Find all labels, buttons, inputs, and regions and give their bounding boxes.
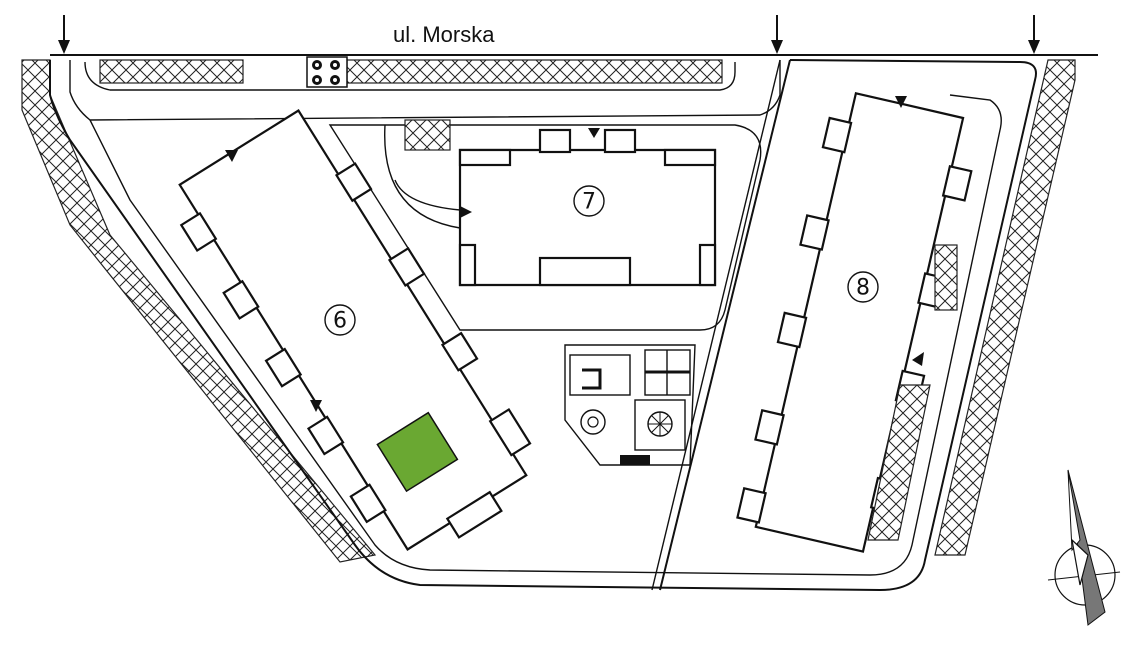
building-8-number: 8 bbox=[856, 276, 870, 301]
top-inner-road bbox=[84, 61, 736, 91]
hatched-greenery-strip-right bbox=[934, 59, 1076, 556]
building-6[interactable] bbox=[163, 100, 553, 574]
building-6-number: 6 bbox=[333, 309, 347, 334]
entrance-arrow-icon bbox=[588, 128, 600, 138]
entrance-arrow-icon bbox=[460, 206, 472, 218]
hatched-parking-block bbox=[404, 119, 451, 151]
entrance-arrow-icon bbox=[912, 352, 924, 366]
entrance-arrow-icon bbox=[225, 150, 238, 162]
hatched-strip-top-right bbox=[346, 59, 723, 84]
building-7[interactable] bbox=[458, 128, 717, 287]
playground-area bbox=[564, 344, 696, 466]
diagonal-path-line-a bbox=[659, 59, 791, 591]
gazebo-icon bbox=[647, 411, 673, 437]
driveway-curve-7b bbox=[384, 124, 461, 229]
building-8[interactable] bbox=[736, 89, 982, 556]
site-boundary-road-outer bbox=[49, 59, 1037, 592]
highlighted-unit[interactable] bbox=[376, 411, 459, 493]
building-6-number-circle bbox=[324, 304, 356, 336]
top-access-road bbox=[69, 60, 781, 121]
building-7-number: 7 bbox=[582, 190, 596, 215]
street-entrance-arrow-middle bbox=[771, 15, 783, 54]
driveway-curve-7 bbox=[394, 179, 461, 211]
entrance-arrow-icon bbox=[310, 400, 322, 412]
building-7-number-circle bbox=[573, 185, 605, 217]
site-inner-road bbox=[89, 94, 1002, 576]
street-entrance-arrow-right bbox=[1028, 15, 1040, 54]
hatched-strip-building-8-upper bbox=[934, 244, 958, 311]
building-8-number-circle bbox=[847, 271, 879, 303]
hatched-strip-building-8-lower bbox=[867, 384, 931, 541]
courtyard-outline bbox=[328, 124, 762, 331]
north-arrow-icon bbox=[1047, 469, 1121, 626]
entrance-arrow-icon bbox=[895, 96, 907, 108]
utility-bins-icon bbox=[306, 56, 348, 88]
street-label: ul. Morska bbox=[393, 22, 495, 47]
hatched-strip-top-left bbox=[99, 59, 244, 84]
street-entrance-arrow-left bbox=[58, 15, 70, 54]
